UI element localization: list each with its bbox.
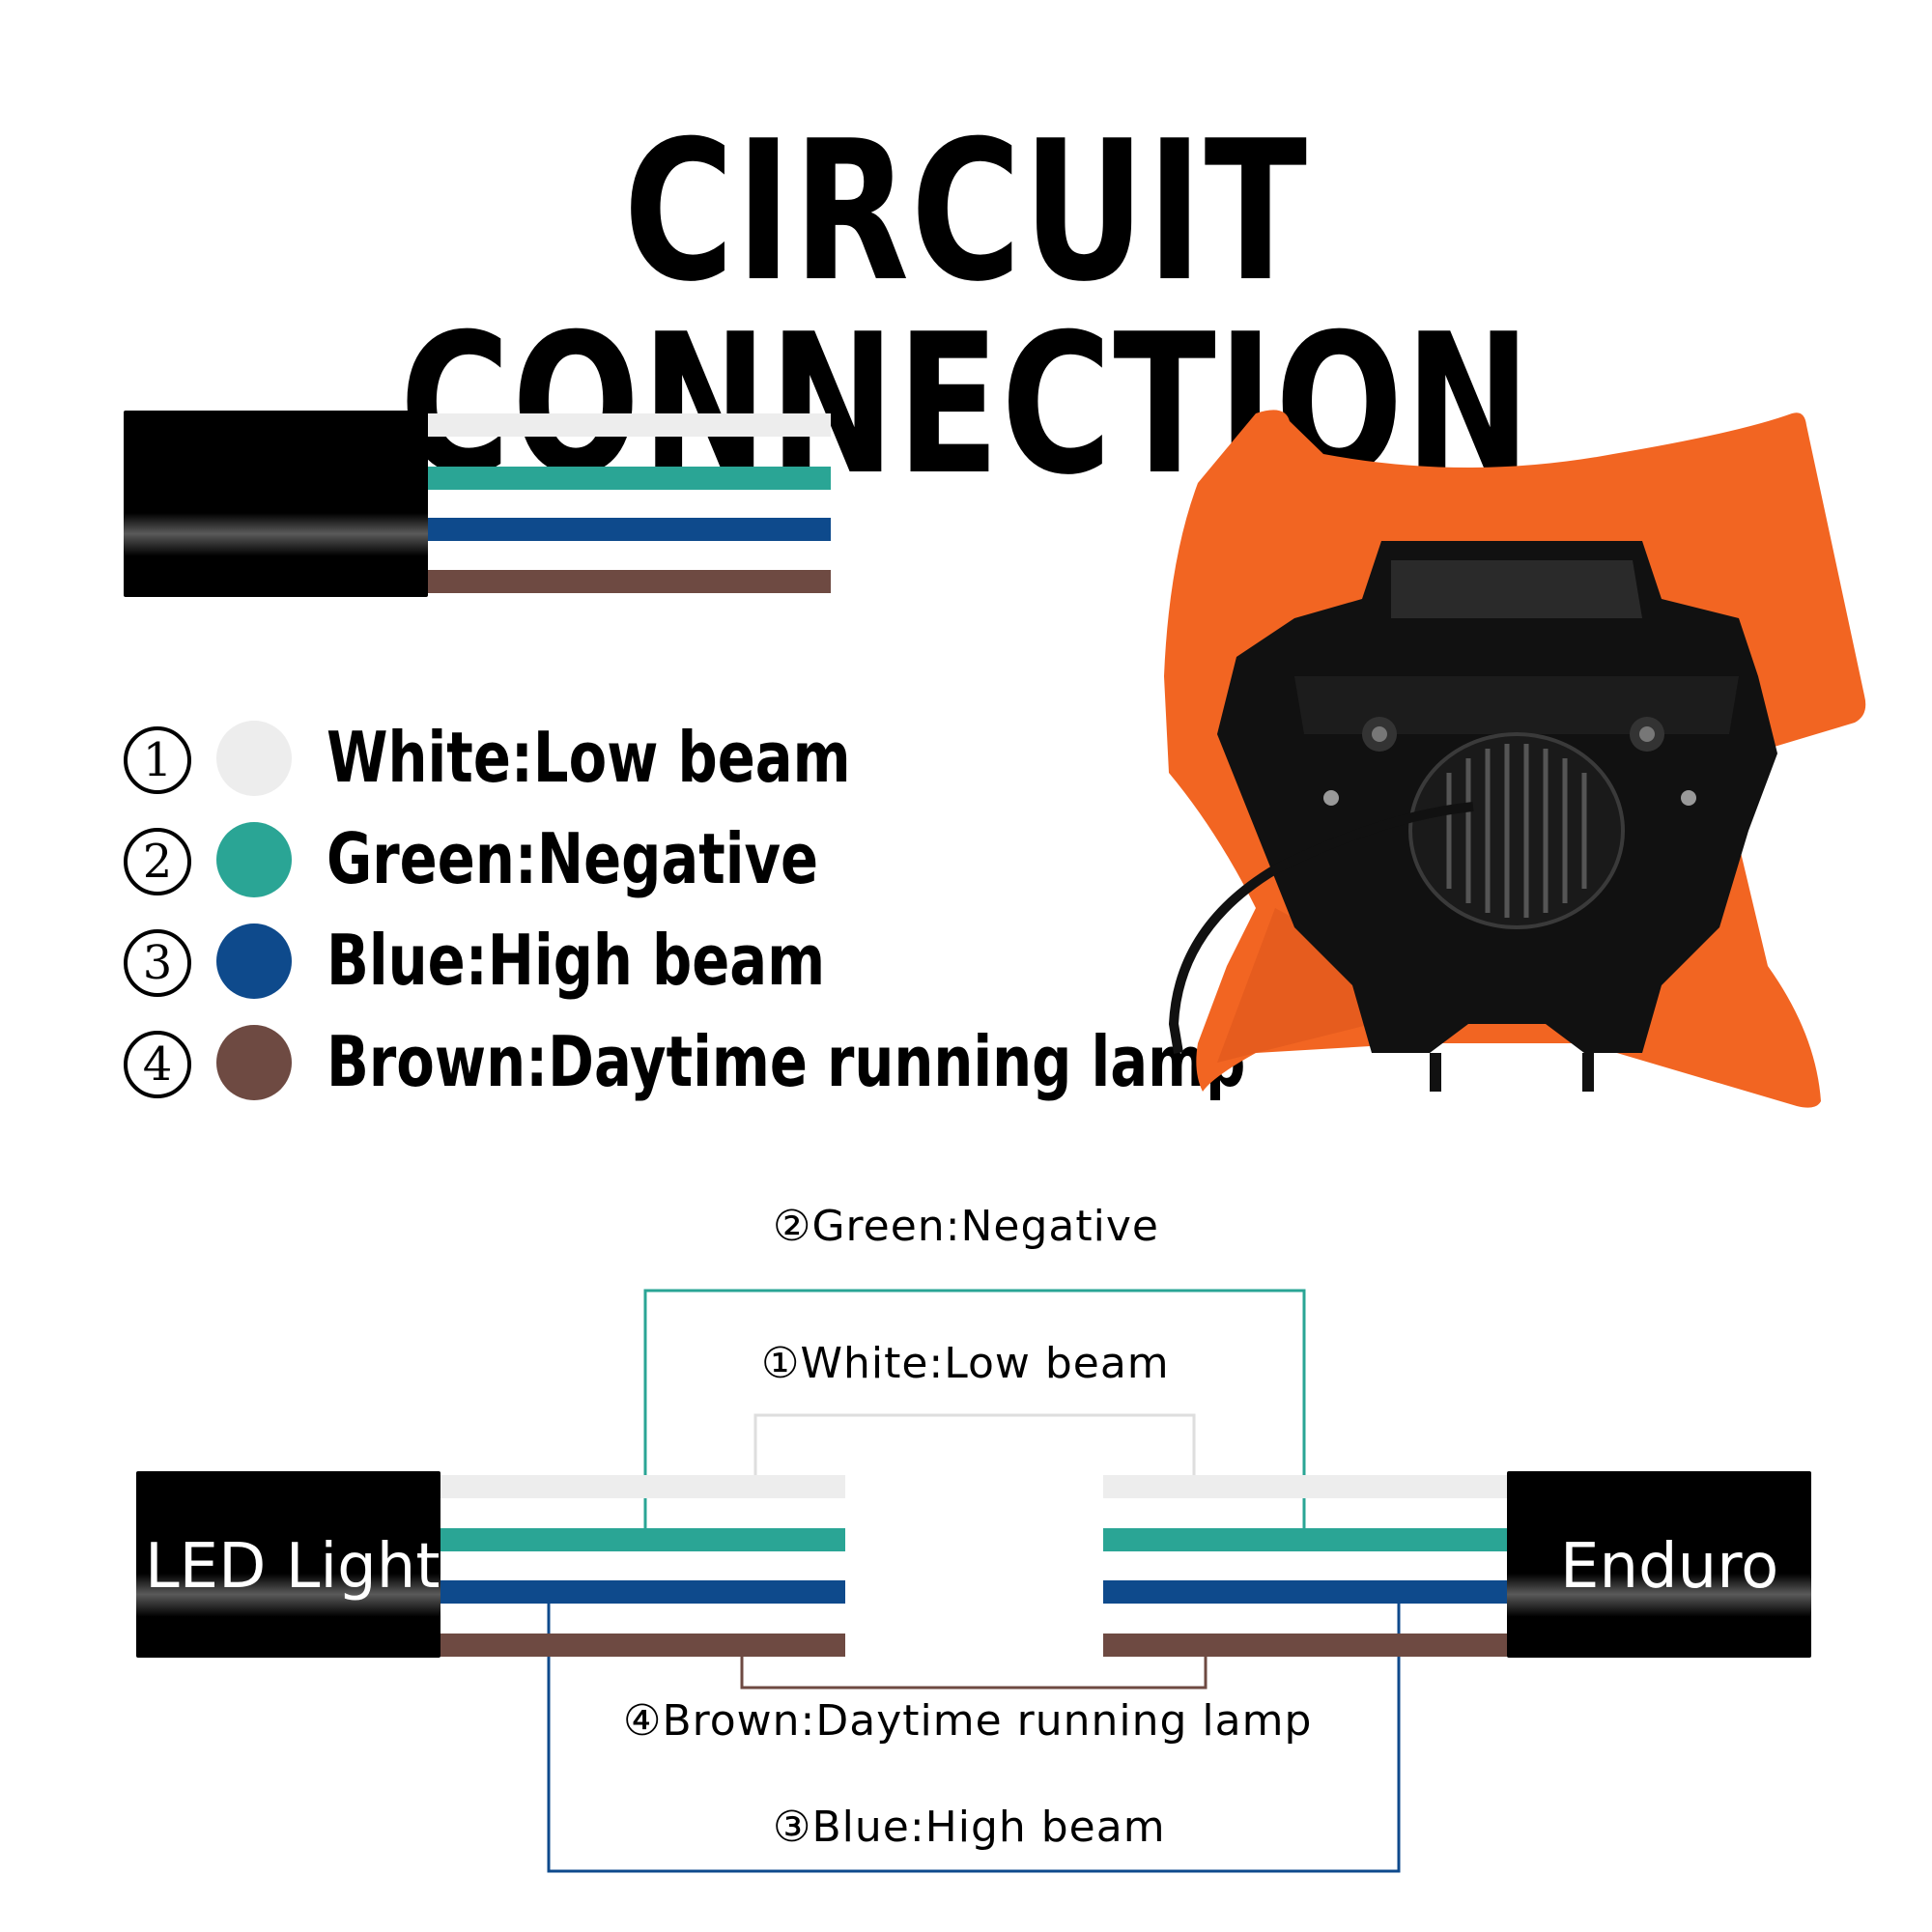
led-light-box (136, 1471, 440, 1658)
wire-green (428, 467, 831, 490)
wire-blue (428, 518, 831, 541)
legend-label: Green:Negative (327, 818, 819, 899)
cable-jacket (124, 411, 428, 597)
brown-link-line (740, 1657, 1208, 1690)
legend-color-dot (216, 721, 292, 796)
blue-connection-label: ③Blue:High beam (773, 1803, 1166, 1852)
white-connection-label: ①White:Low beam (761, 1339, 1170, 1388)
led-light-label: LED Light (145, 1531, 440, 1603)
left-wire-white (440, 1475, 845, 1498)
legend-label: Brown:Daytime running lamp (327, 1021, 1246, 1102)
right-wire-white (1103, 1475, 1509, 1498)
legend-number: 1 (124, 726, 191, 794)
right-wire-blue (1103, 1580, 1509, 1604)
legend-color-dot (216, 1025, 292, 1100)
legend-number: 3 (124, 929, 191, 997)
right-wire-brown (1103, 1634, 1509, 1657)
legend-label: Blue:High beam (327, 920, 826, 1001)
left-wire-brown (440, 1634, 845, 1657)
page-title: CIRCUIT CONNECTION (399, 99, 1533, 518)
enduro-label: Enduro (1560, 1531, 1779, 1603)
legend-number: 4 (124, 1031, 191, 1098)
legend-number: 2 (124, 828, 191, 895)
heat-sink (1408, 732, 1625, 929)
headlight-housing (1217, 541, 1777, 1053)
brown-connection-label: ④Brown:Daytime running lamp (623, 1696, 1313, 1746)
left-wire-blue (440, 1580, 845, 1604)
wire-brown (428, 570, 831, 593)
enduro-box (1507, 1471, 1811, 1658)
headlight-cable (1168, 802, 1474, 1054)
green-connection-label: ②Green:Negative (773, 1202, 1159, 1251)
white-link-line (753, 1413, 1196, 1475)
legend-color-dot (216, 923, 292, 999)
right-wire-green (1103, 1528, 1509, 1551)
legend-color-dot (216, 822, 292, 897)
legend-label: White:Low beam (327, 717, 851, 798)
wire-white (428, 413, 831, 437)
left-wire-green (440, 1528, 845, 1551)
green-link-line (643, 1289, 1306, 1528)
